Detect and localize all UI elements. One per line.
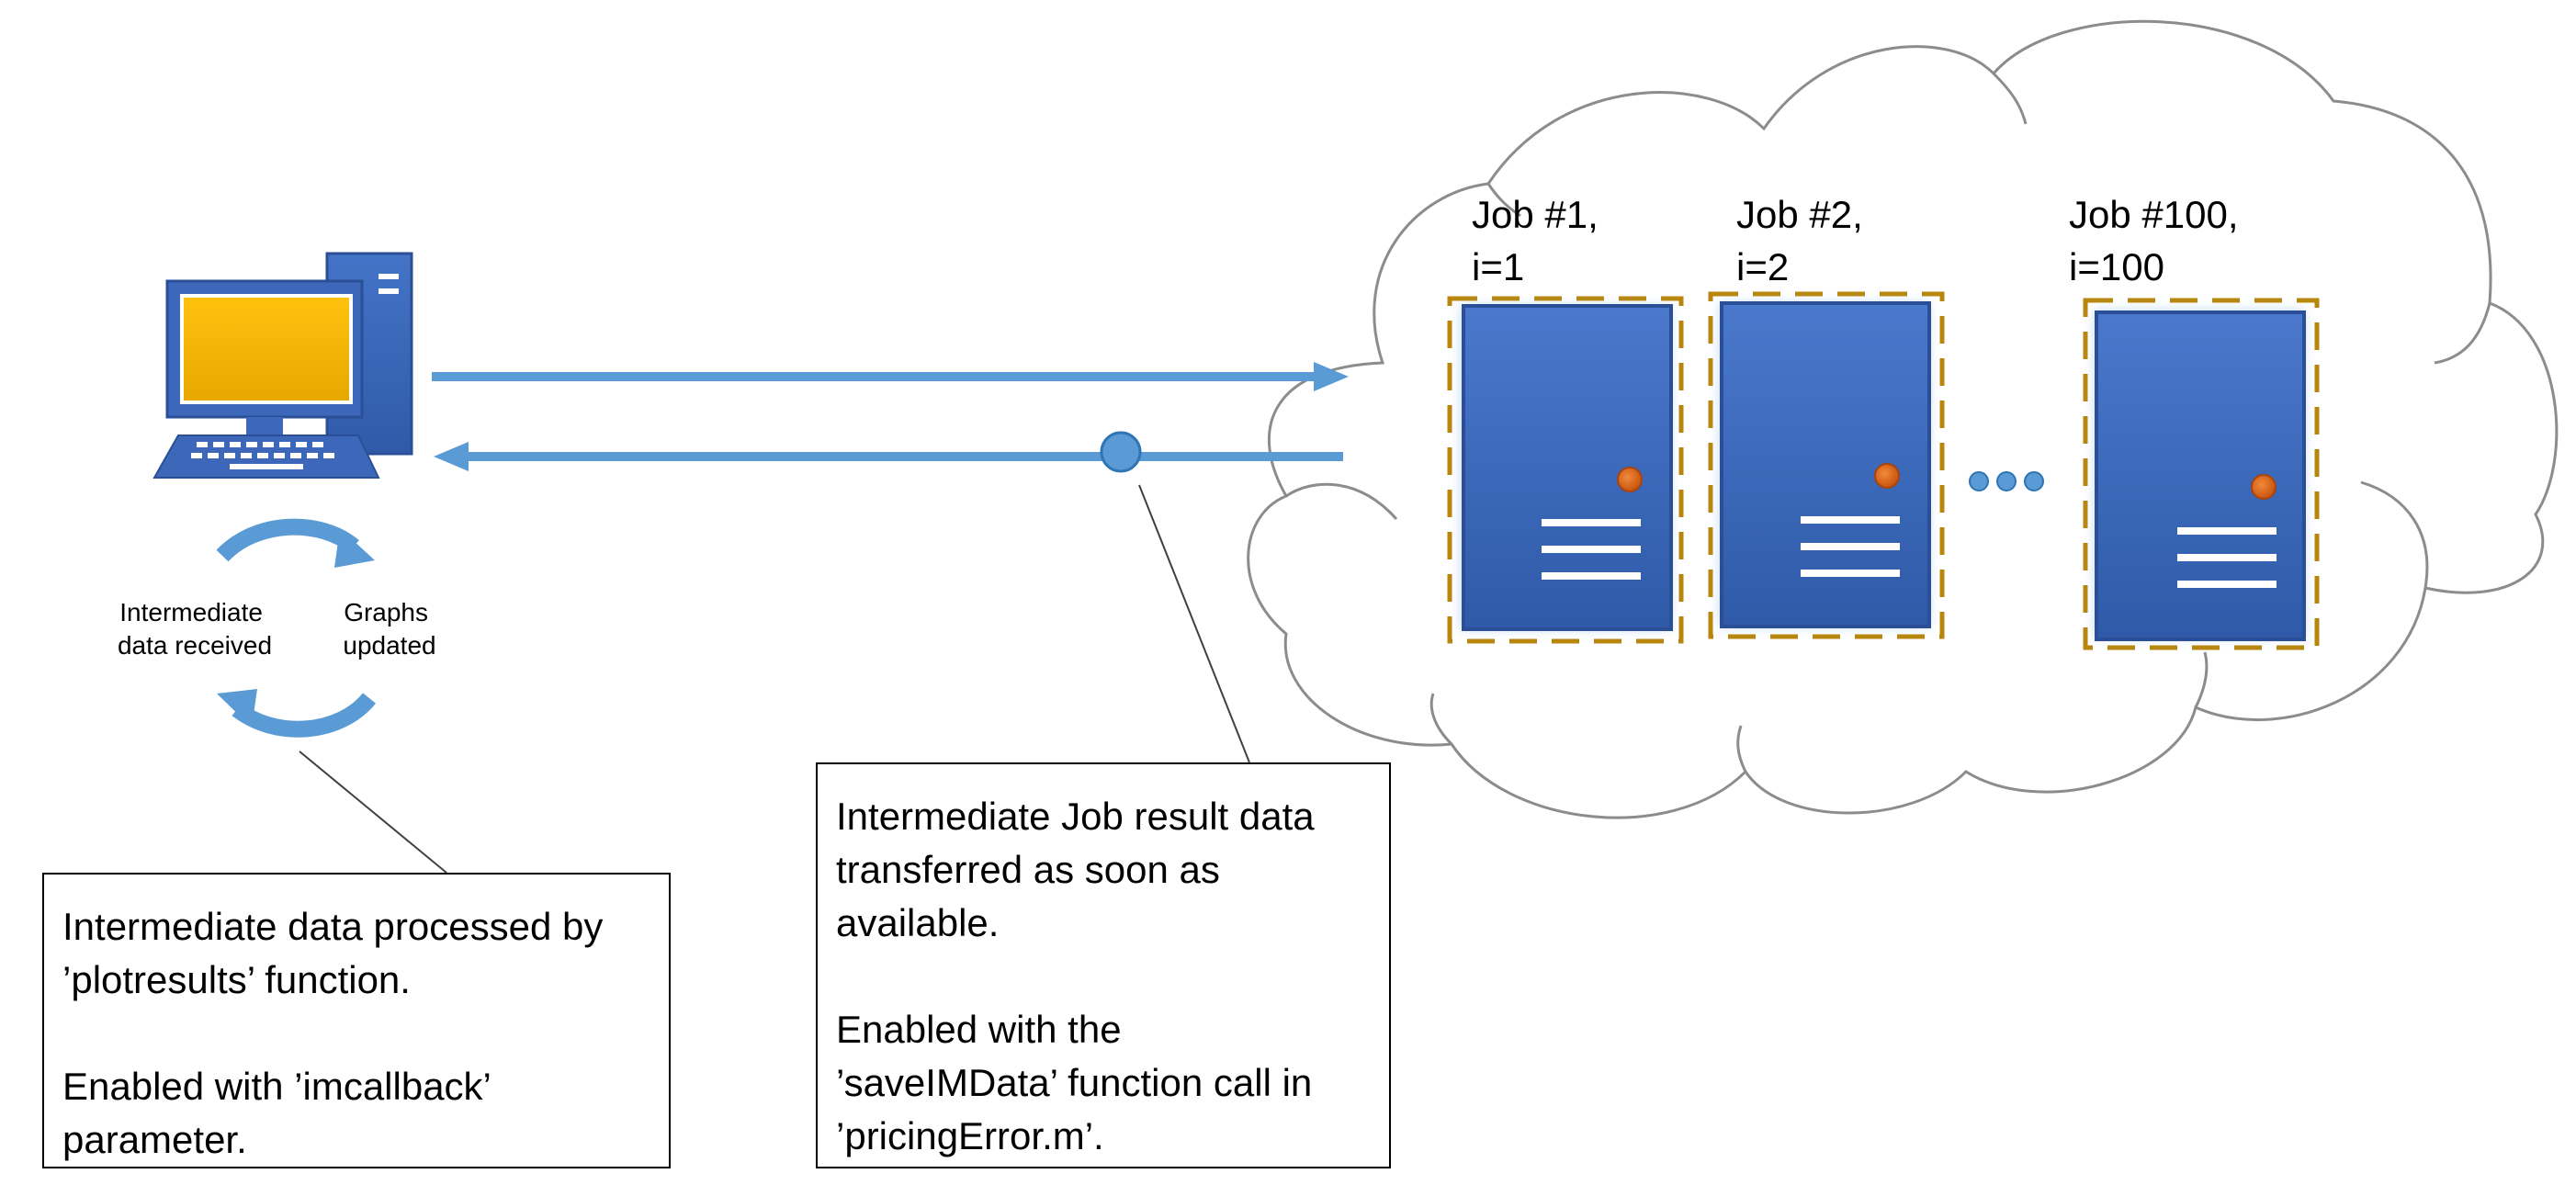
refresh-cycle-icon: [216, 518, 377, 738]
server-status-light: [1617, 467, 1643, 492]
callout-middle-text-1: Intermediate Job result data transferred…: [836, 795, 1315, 944]
transfer-point-icon: [1100, 431, 1142, 473]
ellipsis-dots-icon: [1969, 471, 2044, 491]
callout-pointer-left: [299, 750, 447, 874]
callout-left: Intermediate data processed by ’plotresu…: [42, 873, 671, 1168]
server-status-light: [2251, 474, 2277, 500]
job-label-100: Job #100, i=100: [2069, 193, 2249, 288]
request-arrow: [432, 362, 1349, 391]
callout-middle: Intermediate Job result data transferred…: [816, 762, 1391, 1168]
server-icon: [1462, 304, 1673, 631]
job-server-2: [1708, 291, 1945, 639]
callout-middle-text-2: Enabled with the ’saveIMData’ function c…: [836, 1008, 1313, 1157]
server-icon: [1720, 301, 1931, 628]
cycle-label-right: Graphs updated: [343, 598, 435, 660]
job-label-2: Job #2, i=2: [1736, 193, 1873, 288]
job-label-1: Job #1, i=1: [1472, 193, 1609, 288]
server-status-light: [1874, 463, 1900, 489]
callout-left-text-1: Intermediate data processed by ’plotresu…: [62, 905, 604, 1001]
desktop-computer-icon: [153, 252, 413, 479]
job-server-100: [2083, 298, 2320, 650]
callout-left-text-2: Enabled with ’imcallback’ parameter.: [62, 1065, 491, 1161]
result-arrow: [434, 442, 1343, 471]
callout-pointer-middle: [1138, 484, 1250, 763]
server-icon: [2095, 310, 2306, 641]
job-server-1: [1447, 296, 1684, 644]
cycle-label-left: Intermediate data received: [118, 598, 272, 660]
